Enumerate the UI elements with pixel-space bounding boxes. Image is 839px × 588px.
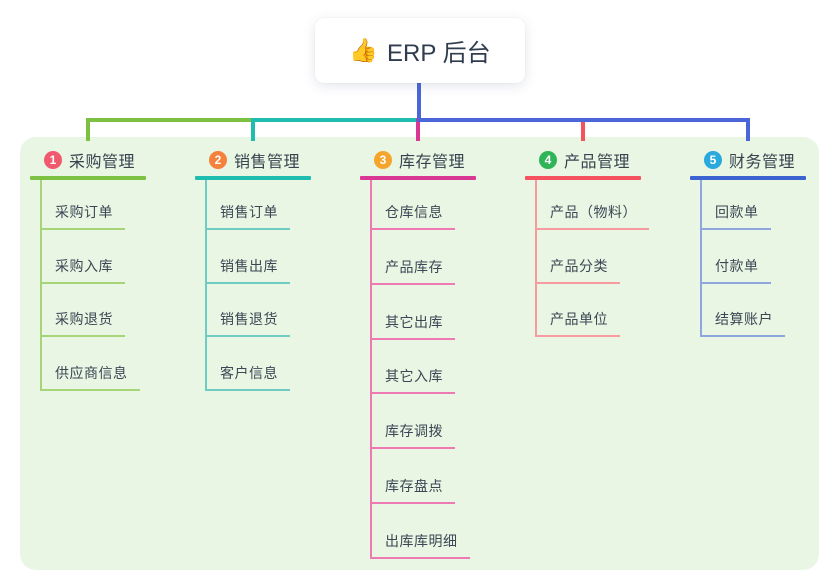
thumbs-up-icon: 👍 <box>349 37 379 63</box>
branch-label: 库存管理 <box>399 154 466 171</box>
branch-label: 财务管理 <box>729 154 796 171</box>
branch-node-5[interactable]: 5 财务管理 <box>704 149 795 171</box>
child-connector-line <box>370 180 372 559</box>
child-node[interactable]: 产品（物料） <box>535 203 649 230</box>
child-node[interactable]: 销售出库 <box>205 257 290 284</box>
connector-branch-5 <box>417 83 750 141</box>
child-node[interactable]: 客户信息 <box>205 364 290 391</box>
branch-node-3[interactable]: 3 库存管理 <box>374 149 465 171</box>
child-connector-line <box>40 180 42 391</box>
root-node-erp[interactable]: 👍 ERP 后台 <box>315 18 525 83</box>
child-node[interactable]: 库存盘点 <box>370 477 455 504</box>
child-node[interactable]: 其它入库 <box>370 367 455 395</box>
branch-number-badge: 1 <box>44 151 62 169</box>
child-node[interactable]: 仓库信息 <box>370 203 455 230</box>
branch-node-4[interactable]: 4 产品管理 <box>539 149 630 171</box>
child-node[interactable]: 采购退货 <box>40 310 125 337</box>
child-node[interactable]: 其它出库 <box>370 313 455 340</box>
branch-label: 采购管理 <box>69 154 136 171</box>
child-node[interactable]: 采购入库 <box>40 257 125 284</box>
child-node[interactable]: 产品单位 <box>535 310 620 337</box>
branch-label: 销售管理 <box>234 154 301 171</box>
child-node[interactable]: 供应商信息 <box>40 364 140 391</box>
branch-node-1[interactable]: 1 采购管理 <box>44 149 135 171</box>
child-connector-line <box>205 180 207 391</box>
branches-panel <box>20 137 819 570</box>
child-node[interactable]: 结算账户 <box>700 310 785 337</box>
child-node[interactable]: 库存调拨 <box>370 422 455 450</box>
child-node[interactable]: 销售订单 <box>205 203 290 230</box>
child-node[interactable]: 采购订单 <box>40 203 125 230</box>
branch-label: 产品管理 <box>564 154 631 171</box>
branch-underline <box>525 176 641 180</box>
child-node[interactable]: 产品库存 <box>370 258 455 285</box>
child-connector-line <box>700 180 702 337</box>
child-connector-line <box>535 180 537 337</box>
branch-underline <box>360 176 476 180</box>
branch-number-badge: 4 <box>539 151 557 169</box>
branch-underline <box>30 176 146 180</box>
child-node[interactable]: 产品分类 <box>535 257 620 284</box>
branch-node-2[interactable]: 2 销售管理 <box>209 149 300 171</box>
child-node[interactable]: 出库库明细 <box>370 532 470 559</box>
branch-underline <box>690 176 806 180</box>
child-node[interactable]: 付款单 <box>700 257 771 284</box>
branch-underline <box>195 176 311 180</box>
root-node-label: ERP 后台 <box>387 40 491 67</box>
child-node[interactable]: 回款单 <box>700 203 771 230</box>
branch-number-badge: 5 <box>704 151 722 169</box>
branch-number-badge: 3 <box>374 151 392 169</box>
branch-number-badge: 2 <box>209 151 227 169</box>
child-node[interactable]: 销售退货 <box>205 310 290 337</box>
